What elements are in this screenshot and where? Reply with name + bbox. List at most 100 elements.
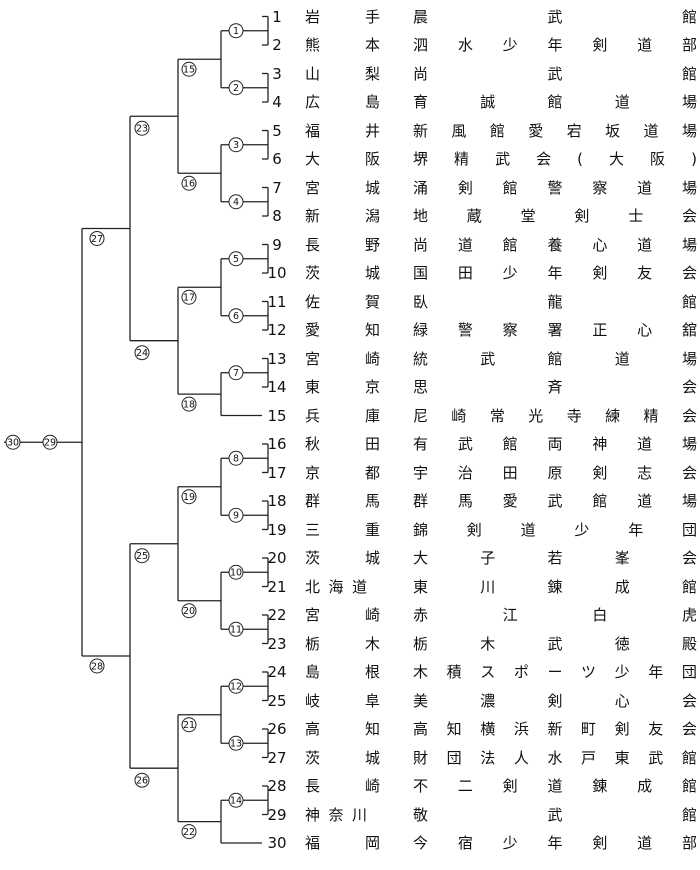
seed-number: 2 bbox=[272, 36, 282, 54]
seed-number: 16 bbox=[267, 435, 287, 453]
match-marker-circle bbox=[228, 194, 244, 210]
match-number-label: 27 bbox=[91, 234, 103, 245]
club-name: 木積スポーツ少年団 bbox=[413, 663, 697, 681]
match-number-3: 3 bbox=[228, 137, 244, 153]
seed-number: 24 bbox=[267, 663, 287, 681]
match-number-4: 4 bbox=[228, 194, 244, 210]
match-marker-circle bbox=[181, 289, 197, 305]
club-name: 栃木武徳殿 bbox=[413, 634, 697, 653]
match-number-30: 30 bbox=[5, 434, 21, 450]
match-number-label: 30 bbox=[7, 438, 19, 449]
prefecture-name: 兵庫 bbox=[305, 406, 380, 425]
match-number-label: 4 bbox=[233, 197, 239, 208]
club-name: 財団法人水戸東武館 bbox=[413, 748, 697, 767]
seed-number: 7 bbox=[272, 178, 282, 197]
match-number-12: 12 bbox=[228, 678, 244, 694]
match-marker-circle bbox=[228, 365, 244, 381]
match-number-label: 8 bbox=[233, 454, 239, 465]
club-name: 宇治田原剣志会 bbox=[413, 463, 697, 482]
club-name: 育誠館道場 bbox=[413, 93, 697, 111]
match-number-label: 28 bbox=[91, 661, 103, 672]
match-number-15: 15 bbox=[181, 61, 197, 77]
prefecture-name: 群馬 bbox=[305, 492, 380, 510]
match-number-20: 20 bbox=[181, 603, 197, 619]
match-marker-circle bbox=[228, 251, 244, 267]
match-number-9: 9 bbox=[228, 507, 244, 523]
match-marker-circle bbox=[181, 175, 197, 191]
match-number-label: 12 bbox=[230, 682, 242, 693]
match-number-13: 13 bbox=[228, 735, 244, 751]
club-name: 敬武館 bbox=[413, 805, 697, 824]
club-name: 大子若峯会 bbox=[413, 549, 697, 567]
match-number-label: 15 bbox=[183, 65, 195, 76]
match-marker-circle bbox=[181, 489, 197, 505]
match-marker-circle bbox=[181, 717, 197, 733]
seed-number: 14 bbox=[267, 378, 287, 396]
prefecture-name: 長野 bbox=[305, 235, 380, 254]
match-number-18: 18 bbox=[181, 396, 197, 412]
match-marker-circle bbox=[134, 548, 150, 564]
prefecture-name: 岩手 bbox=[305, 7, 380, 26]
seed-number: 13 bbox=[267, 349, 287, 368]
prefecture-name: 佐賀 bbox=[305, 292, 380, 311]
match-number-28: 28 bbox=[89, 658, 105, 674]
match-number-label: 24 bbox=[136, 348, 148, 359]
entry-row: 11 佐賀 臥龍館 bbox=[0, 288, 700, 316]
club-name: 緑警察署正心舘 bbox=[413, 321, 697, 339]
seed-number: 18 bbox=[267, 492, 287, 510]
match-number-label: 23 bbox=[136, 124, 148, 135]
club-name: 美濃剣心会 bbox=[413, 691, 697, 710]
prefecture-name: 北海道 bbox=[305, 577, 367, 596]
seed-number: 27 bbox=[267, 748, 287, 767]
match-marker-circle bbox=[89, 230, 105, 246]
prefecture-name: 岐阜 bbox=[305, 691, 380, 710]
seed-number: 20 bbox=[267, 549, 287, 567]
match-number-label: 14 bbox=[230, 796, 242, 807]
match-number-label: 7 bbox=[233, 368, 239, 379]
prefecture-name: 広島 bbox=[305, 93, 380, 111]
match-marker-circle bbox=[181, 603, 197, 619]
seed-number: 26 bbox=[267, 720, 287, 738]
seed-number: 1 bbox=[272, 7, 282, 26]
match-number-7: 7 bbox=[228, 365, 244, 381]
prefecture-name: 三重 bbox=[305, 520, 380, 539]
match-marker-circle bbox=[228, 564, 244, 580]
match-number-label: 2 bbox=[233, 83, 239, 94]
match-number-14: 14 bbox=[228, 792, 244, 808]
match-marker-circle bbox=[134, 772, 150, 788]
seed-number: 22 bbox=[267, 606, 287, 624]
club-name: 臥龍館 bbox=[413, 292, 697, 311]
seed-number: 11 bbox=[267, 292, 287, 311]
match-number-label: 29 bbox=[44, 438, 56, 449]
seed-number: 6 bbox=[272, 150, 282, 168]
match-number-25: 25 bbox=[134, 548, 150, 564]
match-marker-circle bbox=[228, 792, 244, 808]
prefecture-name: 福井 bbox=[305, 121, 380, 140]
seed-number: 15 bbox=[267, 406, 287, 425]
match-number-1: 1 bbox=[228, 23, 244, 39]
seed-number: 30 bbox=[267, 834, 287, 852]
match-number-27: 27 bbox=[89, 230, 105, 246]
match-marker-circle bbox=[228, 735, 244, 751]
match-number-29: 29 bbox=[42, 434, 58, 450]
match-number-label: 26 bbox=[136, 776, 148, 787]
club-name: 地蔵堂剣士会 bbox=[413, 207, 697, 225]
prefecture-name: 茨城 bbox=[305, 549, 380, 567]
match-number-label: 13 bbox=[230, 739, 242, 750]
prefecture-name: 茨城 bbox=[305, 264, 380, 282]
match-marker-circle bbox=[228, 80, 244, 96]
match-marker-circle bbox=[134, 120, 150, 136]
seed-number: 17 bbox=[267, 463, 287, 482]
